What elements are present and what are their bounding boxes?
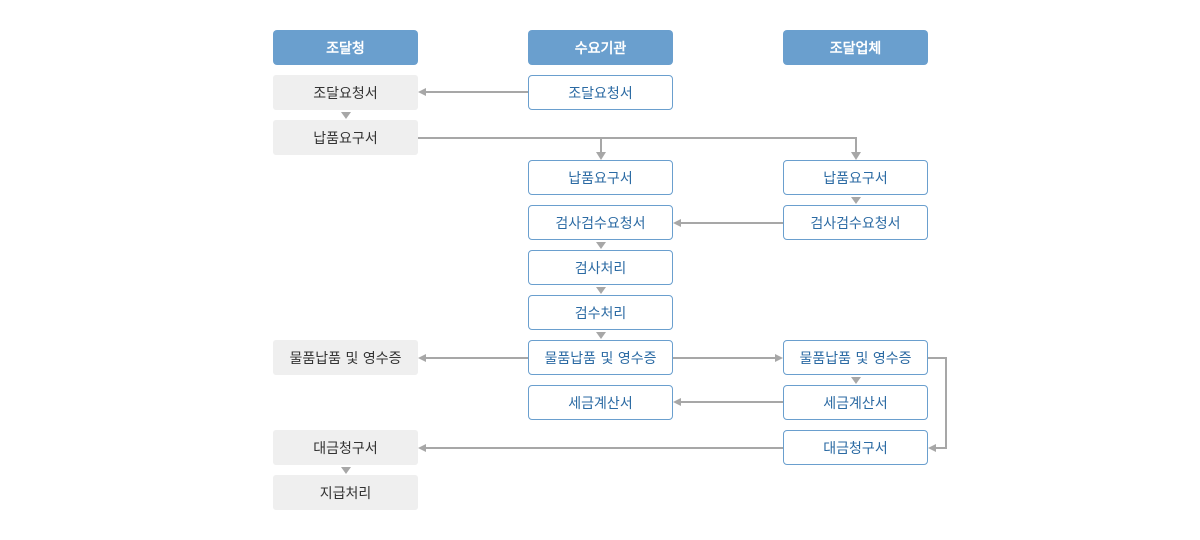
da-tax-invoice: 세금계산서 [528, 385, 673, 420]
da-delivery-receipt: 물품납품 및 영수증 [528, 340, 673, 375]
sp-tax-invoice: 세금계산서 [783, 385, 928, 420]
po-delivery-request: 납품요구서 [273, 120, 418, 155]
sp-delivery-receipt: 물품납품 및 영수증 [783, 340, 928, 375]
arrow-da-inspection-down [596, 242, 606, 249]
da-inspection-processing: 검사처리 [528, 250, 673, 285]
sp-payment-claim: 대금청구서 [783, 430, 928, 465]
arrow-request-to-po [418, 88, 528, 96]
po-payment-processing: 지급처리 [273, 475, 418, 510]
po-delivery-receipt: 물품납품 및 영수증 [273, 340, 418, 375]
arrow-delivery-request-split [418, 137, 861, 160]
arrow-po-request-down [341, 112, 351, 119]
da-inspection-request: 검사검수요청서 [528, 205, 673, 240]
da-procurement-request: 조달요청서 [528, 75, 673, 110]
arrow-receipt-to-po [418, 354, 528, 362]
arrow-sp-receipt-to-claim [928, 357, 947, 452]
da-acceptance-processing: 검수처리 [528, 295, 673, 330]
arrow-sp-receipt-down [851, 377, 861, 384]
da-delivery-request: 납품요구서 [528, 160, 673, 195]
header-demand-agency: 수요기관 [528, 30, 673, 65]
arrow-tax-invoice-to-da [673, 398, 783, 406]
arrow-sp-delivery-down [851, 197, 861, 204]
arrow-da-acceptance-down [596, 287, 606, 294]
sp-inspection-request: 검사검수요청서 [783, 205, 928, 240]
arrow-inspection-request-to-da [673, 219, 783, 227]
arrow-payment-claim-to-po [418, 444, 783, 452]
arrow-po-claim-down [341, 467, 351, 474]
po-payment-claim: 대금청구서 [273, 430, 418, 465]
header-supplier: 조달업체 [783, 30, 928, 65]
arrow-receipt-to-supplier [673, 354, 783, 362]
sp-delivery-request: 납품요구서 [783, 160, 928, 195]
arrow-da-receipt-down [596, 332, 606, 339]
header-procurement-office: 조달청 [273, 30, 418, 65]
po-procurement-request: 조달요청서 [273, 75, 418, 110]
